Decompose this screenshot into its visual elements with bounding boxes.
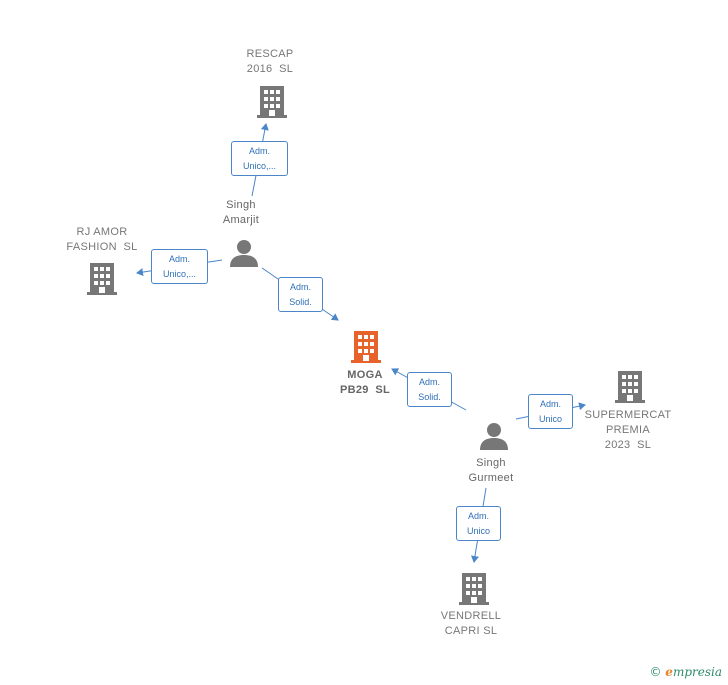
company-name-supermercat[interactable]: SUPERMERCAT PREMIA 2023 SL	[584, 409, 672, 451]
company-name-rjamor[interactable]: RJ AMOR FASHION SL	[66, 226, 138, 253]
edge-label-amarjit-rescap[interactable]: Adm. Unico,...	[231, 141, 288, 176]
edge-label-amarjit-rjamor[interactable]: Adm. Unico,...	[151, 249, 208, 284]
brand-initial: e	[665, 665, 673, 679]
edge-label-gurmeet-vendrell[interactable]: Adm. Unico	[456, 506, 501, 541]
person-icon[interactable]	[479, 421, 509, 451]
building-icon[interactable]	[458, 571, 490, 605]
edge-label-gurmeet-supermercat[interactable]: Adm. Unico	[528, 394, 573, 429]
person-name-amarjit[interactable]: Singh Amarjit	[222, 199, 260, 226]
brand-name: mpresia	[672, 665, 722, 679]
company-name-moga[interactable]: MOGA PB29 SL	[339, 369, 391, 396]
brand-footer: © empresia	[649, 665, 722, 679]
building-icon[interactable]	[256, 84, 288, 118]
person-icon[interactable]	[229, 238, 259, 268]
company-name-rescap[interactable]: RESCAP 2016 SL	[246, 48, 294, 75]
copyright-symbol: ©	[649, 665, 662, 679]
company-name-vendrell[interactable]: VENDRELL CAPRI SL	[440, 610, 502, 637]
building-icon-main[interactable]	[350, 329, 382, 363]
building-icon[interactable]	[614, 369, 646, 403]
building-icon[interactable]	[86, 261, 118, 295]
person-name-gurmeet[interactable]: Singh Gurmeet	[468, 457, 514, 484]
edge-label-amarjit-moga[interactable]: Adm. Solid.	[278, 277, 323, 312]
edge-label-gurmeet-moga[interactable]: Adm. Solid.	[407, 372, 452, 407]
